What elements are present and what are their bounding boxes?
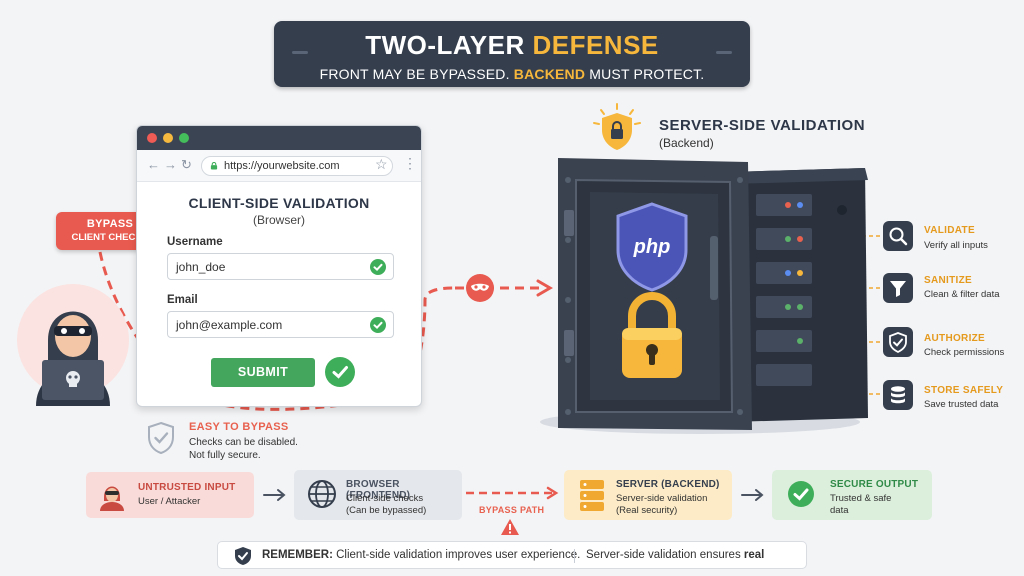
url-text: https://yourwebsite.com [224, 160, 340, 172]
server-vault-illustration: php [540, 158, 868, 434]
email-label: Email [167, 294, 198, 306]
server-lock-shield-icon [593, 103, 641, 150]
flow-arrow-1 [263, 489, 286, 501]
success-check-icon [788, 481, 814, 507]
filter-icon [883, 273, 913, 303]
mask-icon [466, 274, 494, 302]
email-value: john@example.com [176, 318, 283, 332]
banner-dash-left [292, 51, 308, 54]
title-banner: TWO-LAYER DEFENSE FRONT MAY BE BYPASSED.… [274, 21, 750, 87]
step-sanitize-desc: Clean & filter data [924, 289, 1000, 300]
banner-dash-right [716, 51, 732, 54]
username-field[interactable]: john_doe [167, 253, 394, 280]
reload-icon[interactable]: ↻ [181, 157, 192, 172]
flow-server-backend: SERVER (BACKEND) Server-side validation … [564, 470, 732, 520]
remember-client-text: Client-side validation improves user exp… [332, 549, 581, 561]
bypass-path-label: BYPASS PATH [479, 505, 545, 515]
back-arrow-icon[interactable]: ← [147, 157, 160, 172]
remember-divider [574, 549, 575, 563]
browser-window: ← → ↻ https://yourwebsite.com ☆ ⋮ CLIENT… [136, 125, 422, 407]
search-icon [883, 221, 913, 251]
browser-toolbar: ← → ↻ https://yourwebsite.com ☆ ⋮ [137, 150, 421, 182]
server-validation-title: SERVER-SIDE VALIDATION [659, 117, 866, 134]
step-store-title: STORE SAFELY [924, 385, 1004, 396]
email-field[interactable]: john@example.com [167, 311, 394, 338]
forward-arrow-icon[interactable]: → [164, 157, 177, 172]
maximize-dot-icon[interactable] [179, 133, 189, 143]
server-validation-subtitle: (Backend) [659, 136, 714, 150]
bookmark-star-icon[interactable]: ☆ [375, 156, 388, 172]
globe-icon [308, 480, 336, 508]
hacker-icon [17, 284, 129, 406]
warning-triangle-icon [501, 519, 519, 535]
username-value: john_doe [176, 260, 226, 274]
step-sanitize-title: SANITIZE [924, 275, 972, 286]
close-dot-icon[interactable] [147, 133, 157, 143]
step-store-desc: Save trusted data [924, 399, 999, 410]
username-check-icon [370, 259, 386, 275]
easy-to-bypass-title: EASY TO BYPASS [189, 421, 289, 433]
lock-icon [210, 162, 218, 170]
shield-check-small-icon [235, 547, 251, 565]
svg-text:php: php [633, 236, 671, 258]
submit-success-check-icon [325, 357, 355, 387]
client-validation-title: CLIENT-SIDE VALIDATION [188, 195, 370, 211]
address-bar[interactable]: https://yourwebsite.com [201, 156, 393, 176]
remember-label: REMEMBER: [262, 549, 333, 561]
server-stack-icon [580, 480, 604, 511]
shield-check-icon [883, 327, 913, 357]
step-validate-desc: Verify all inputs [924, 240, 988, 251]
warning-shield-icon [148, 421, 174, 455]
flow-browser-frontend: BROWSER (FRONTEND) Client-side checks (C… [294, 470, 462, 520]
flow-untrusted-input: UNTRUSTED INPUT User / Attacker [86, 472, 254, 518]
browser-titlebar [137, 126, 421, 150]
bypass-path-arrow [466, 486, 559, 500]
email-check-icon [370, 317, 386, 333]
bypass-path-line [98, 251, 456, 411]
username-label: Username [167, 236, 223, 248]
step-authorize-desc: Check permissions [924, 347, 1005, 358]
page-title: TWO-LAYER DEFENSE [365, 30, 659, 60]
easy-to-bypass-desc: Checks can be disabled. Not fully secure… [189, 437, 298, 461]
remember-bar: REMEMBER: Client-side validation improve… [217, 541, 807, 569]
remember-server-text: Server-side validation ensures real secu… [586, 549, 765, 561]
step-validate-title: VALIDATE [924, 225, 975, 236]
client-validation-subtitle: (Browser) [252, 213, 305, 227]
database-icon [883, 380, 913, 410]
submit-button[interactable]: SUBMIT [211, 358, 315, 387]
flow-arrow-3 [741, 489, 764, 501]
flow-secure-output: SECURE OUTPUT Trusted & safe data [772, 470, 932, 520]
menu-dots-icon[interactable]: ⋮ [403, 155, 417, 171]
bypass-arrowhead [536, 279, 553, 297]
attacker-icon [100, 486, 124, 511]
step-authorize-title: AUTHORIZE [924, 333, 986, 344]
minimize-dot-icon[interactable] [163, 133, 173, 143]
page-subtitle: FRONT MAY BE BYPASSED. BACKEND MUST PROT… [319, 66, 705, 82]
